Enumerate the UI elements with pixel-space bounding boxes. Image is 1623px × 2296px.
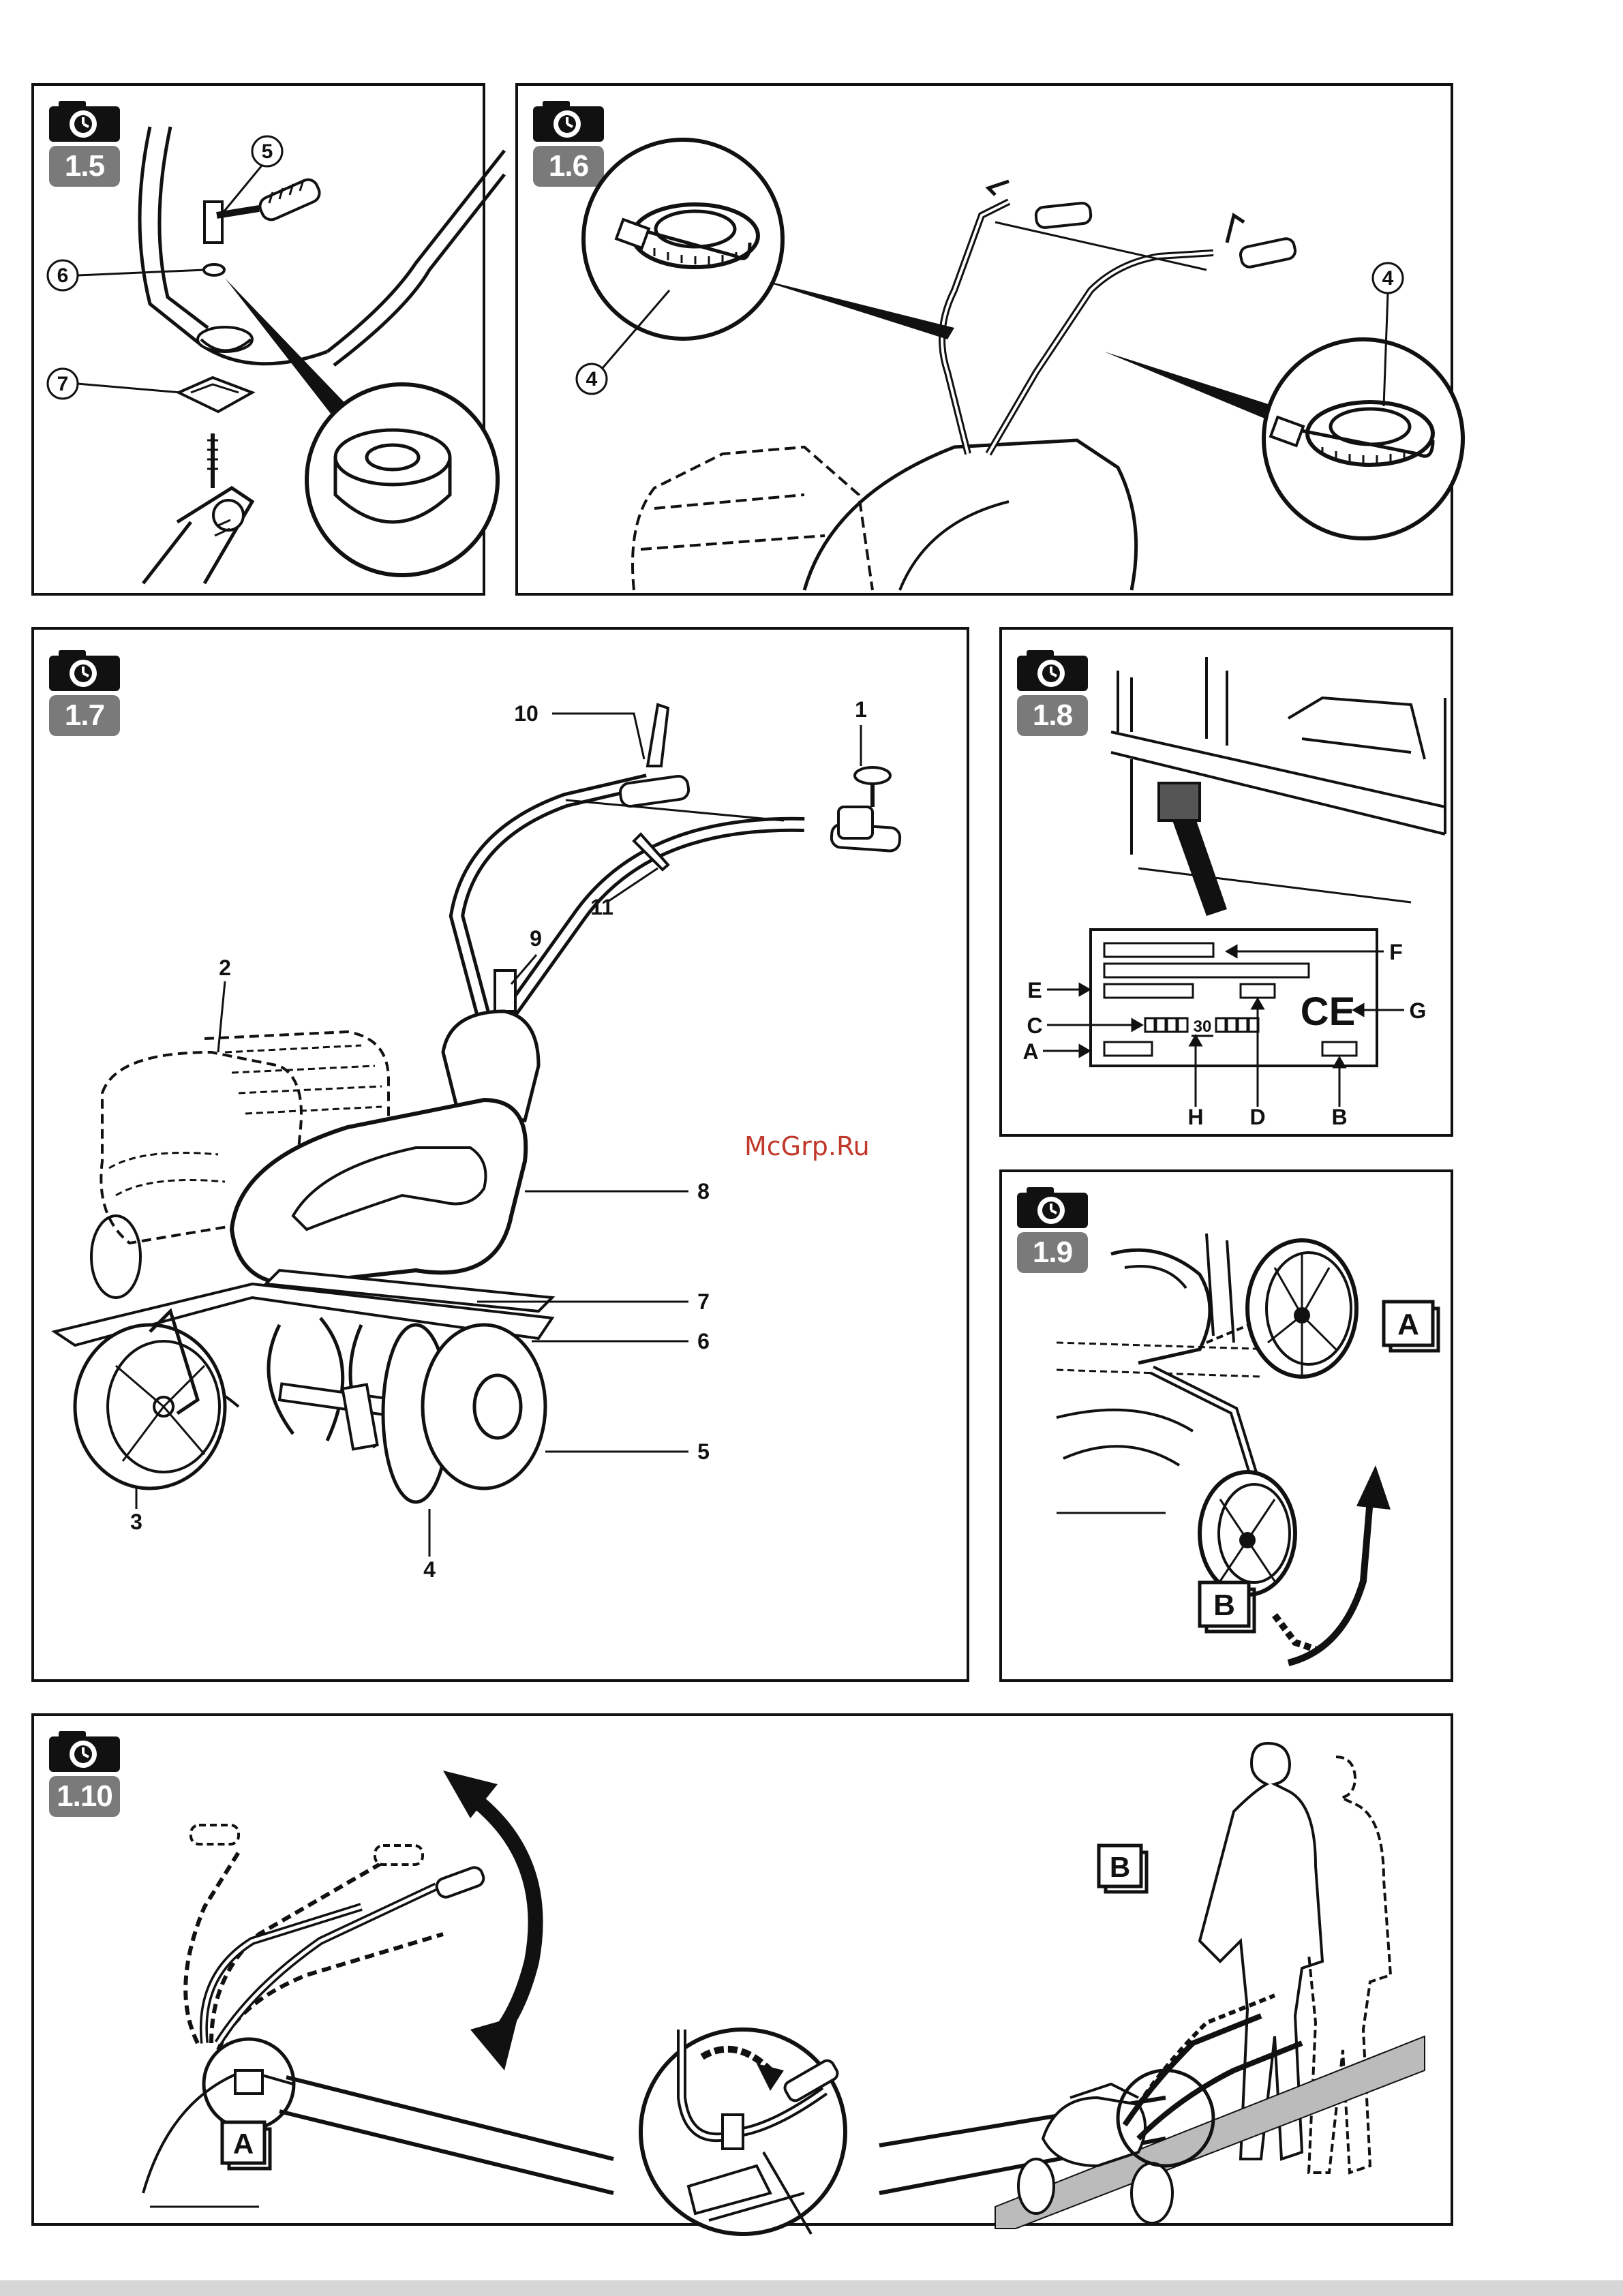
figure-1-10-drawing: A B	[34, 1716, 1456, 2229]
callout-4: 4	[423, 1557, 436, 1582]
plate-label-b: B	[1331, 1105, 1347, 1129]
callout-7: 7	[57, 373, 69, 395]
figure-1-5-drawing: 5 6 7	[34, 86, 488, 598]
callout-5: 5	[262, 140, 273, 163]
plate-digits: 30	[1194, 1017, 1212, 1036]
box-b: B	[1110, 1851, 1130, 1883]
figure-1-8: 1.8 30 CE	[999, 627, 1453, 1137]
figure-1-6-drawing: 4 4	[518, 86, 1456, 598]
figure-1-9: 1.9 A B	[999, 1169, 1453, 1682]
callout-9: 9	[530, 926, 542, 951]
plate-label-h: H	[1187, 1105, 1203, 1129]
callout-3: 3	[130, 1510, 142, 1534]
plate-label-c: C	[1027, 1013, 1042, 1038]
figure-1-10: 1.10	[31, 1713, 1453, 2226]
callout-1: 1	[855, 697, 867, 722]
page-footer-bar	[0, 2280, 1623, 2296]
callout-10: 10	[514, 701, 539, 726]
callout-5: 5	[697, 1439, 710, 1464]
callout-4-left: 4	[586, 368, 598, 391]
callout-2: 2	[219, 955, 231, 980]
figure-1-6: 1.6	[515, 83, 1453, 596]
plate-label-g: G	[1410, 998, 1427, 1023]
figure-1-5: 1.5	[31, 83, 485, 596]
callout-8: 8	[697, 1179, 710, 1204]
plate-label-e: E	[1027, 978, 1042, 1002]
box-a: A	[1397, 1308, 1419, 1341]
callout-6: 6	[697, 1329, 710, 1353]
figure-1-9-drawing: A B	[1002, 1172, 1456, 1685]
box-a: A	[233, 2128, 254, 2160]
plate-label-a: A	[1022, 1039, 1038, 1064]
ce-mark: CE	[1301, 990, 1356, 1034]
box-b: B	[1213, 1589, 1235, 1622]
watermark: McGrp.Ru	[744, 1131, 870, 1161]
plate-label-d: D	[1249, 1105, 1265, 1129]
figure-1-8-drawing: 30 CE F E C A G H D B	[1002, 630, 1456, 1139]
callout-4-right: 4	[1382, 267, 1394, 290]
callout-11: 11	[590, 895, 613, 919]
callout-7: 7	[697, 1289, 710, 1314]
plate-label-f: F	[1389, 940, 1403, 964]
callout-6: 6	[57, 264, 69, 287]
